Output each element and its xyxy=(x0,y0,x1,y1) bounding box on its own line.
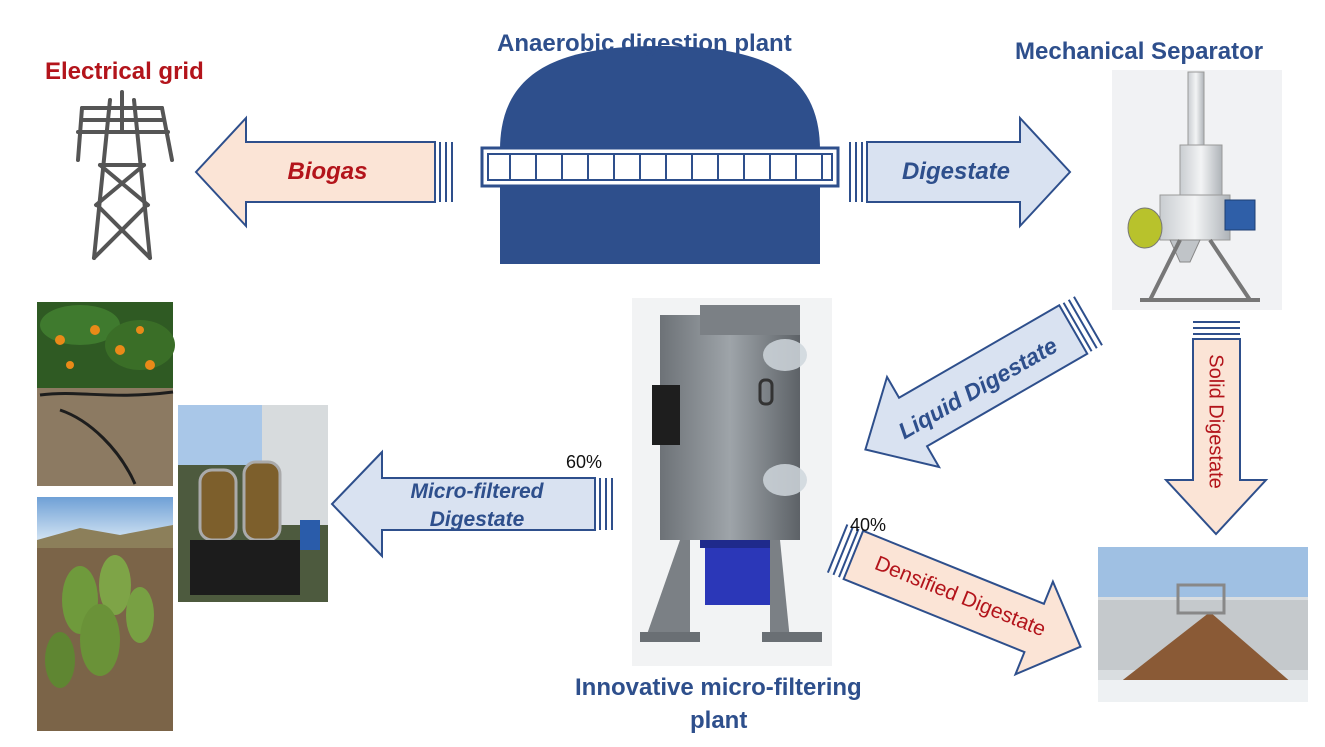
power-tower-icon xyxy=(76,90,174,260)
cactus-field-photo xyxy=(37,497,173,731)
mechanical-separator-image xyxy=(1112,70,1282,310)
solid-digestate-arrow xyxy=(1163,321,1269,536)
densified-percentage: 40% xyxy=(850,515,887,535)
digestate-label: Digestate xyxy=(901,158,1011,185)
micro-filtering-machine xyxy=(632,298,832,666)
electrical-grid-title: Electrical grid xyxy=(45,58,204,85)
micro-percentage: 60% xyxy=(566,452,603,472)
solid-digestate-label: Solid Digestate xyxy=(1204,354,1227,489)
micro-filtered-label-line2: Digestate xyxy=(429,508,525,531)
anaerobic-digestion-plant-title: Anaerobic digestion plant xyxy=(497,30,792,57)
liquid-digestate-arrow xyxy=(864,296,1103,469)
micro-filtering-plant-title-line2: plant xyxy=(690,707,748,734)
filter-installation-photo xyxy=(178,405,328,602)
micro-filtered-label-line1: Micro-filtered xyxy=(410,480,544,503)
densified-digestate-arrow xyxy=(826,524,1082,677)
orange-grove-photo xyxy=(37,302,175,486)
digestate-pile-photo xyxy=(1098,547,1308,702)
micro-filtering-plant-title-line1: Innovative micro-filtering xyxy=(575,674,862,701)
mechanical-separator-title: Mechanical Separator xyxy=(1015,38,1264,65)
digester-dome xyxy=(480,46,840,264)
biogas-arrow xyxy=(194,115,453,229)
digestate-arrow xyxy=(849,115,1072,229)
biogas-label: Biogas xyxy=(287,158,368,185)
micro-filtered-arrow xyxy=(330,449,613,559)
